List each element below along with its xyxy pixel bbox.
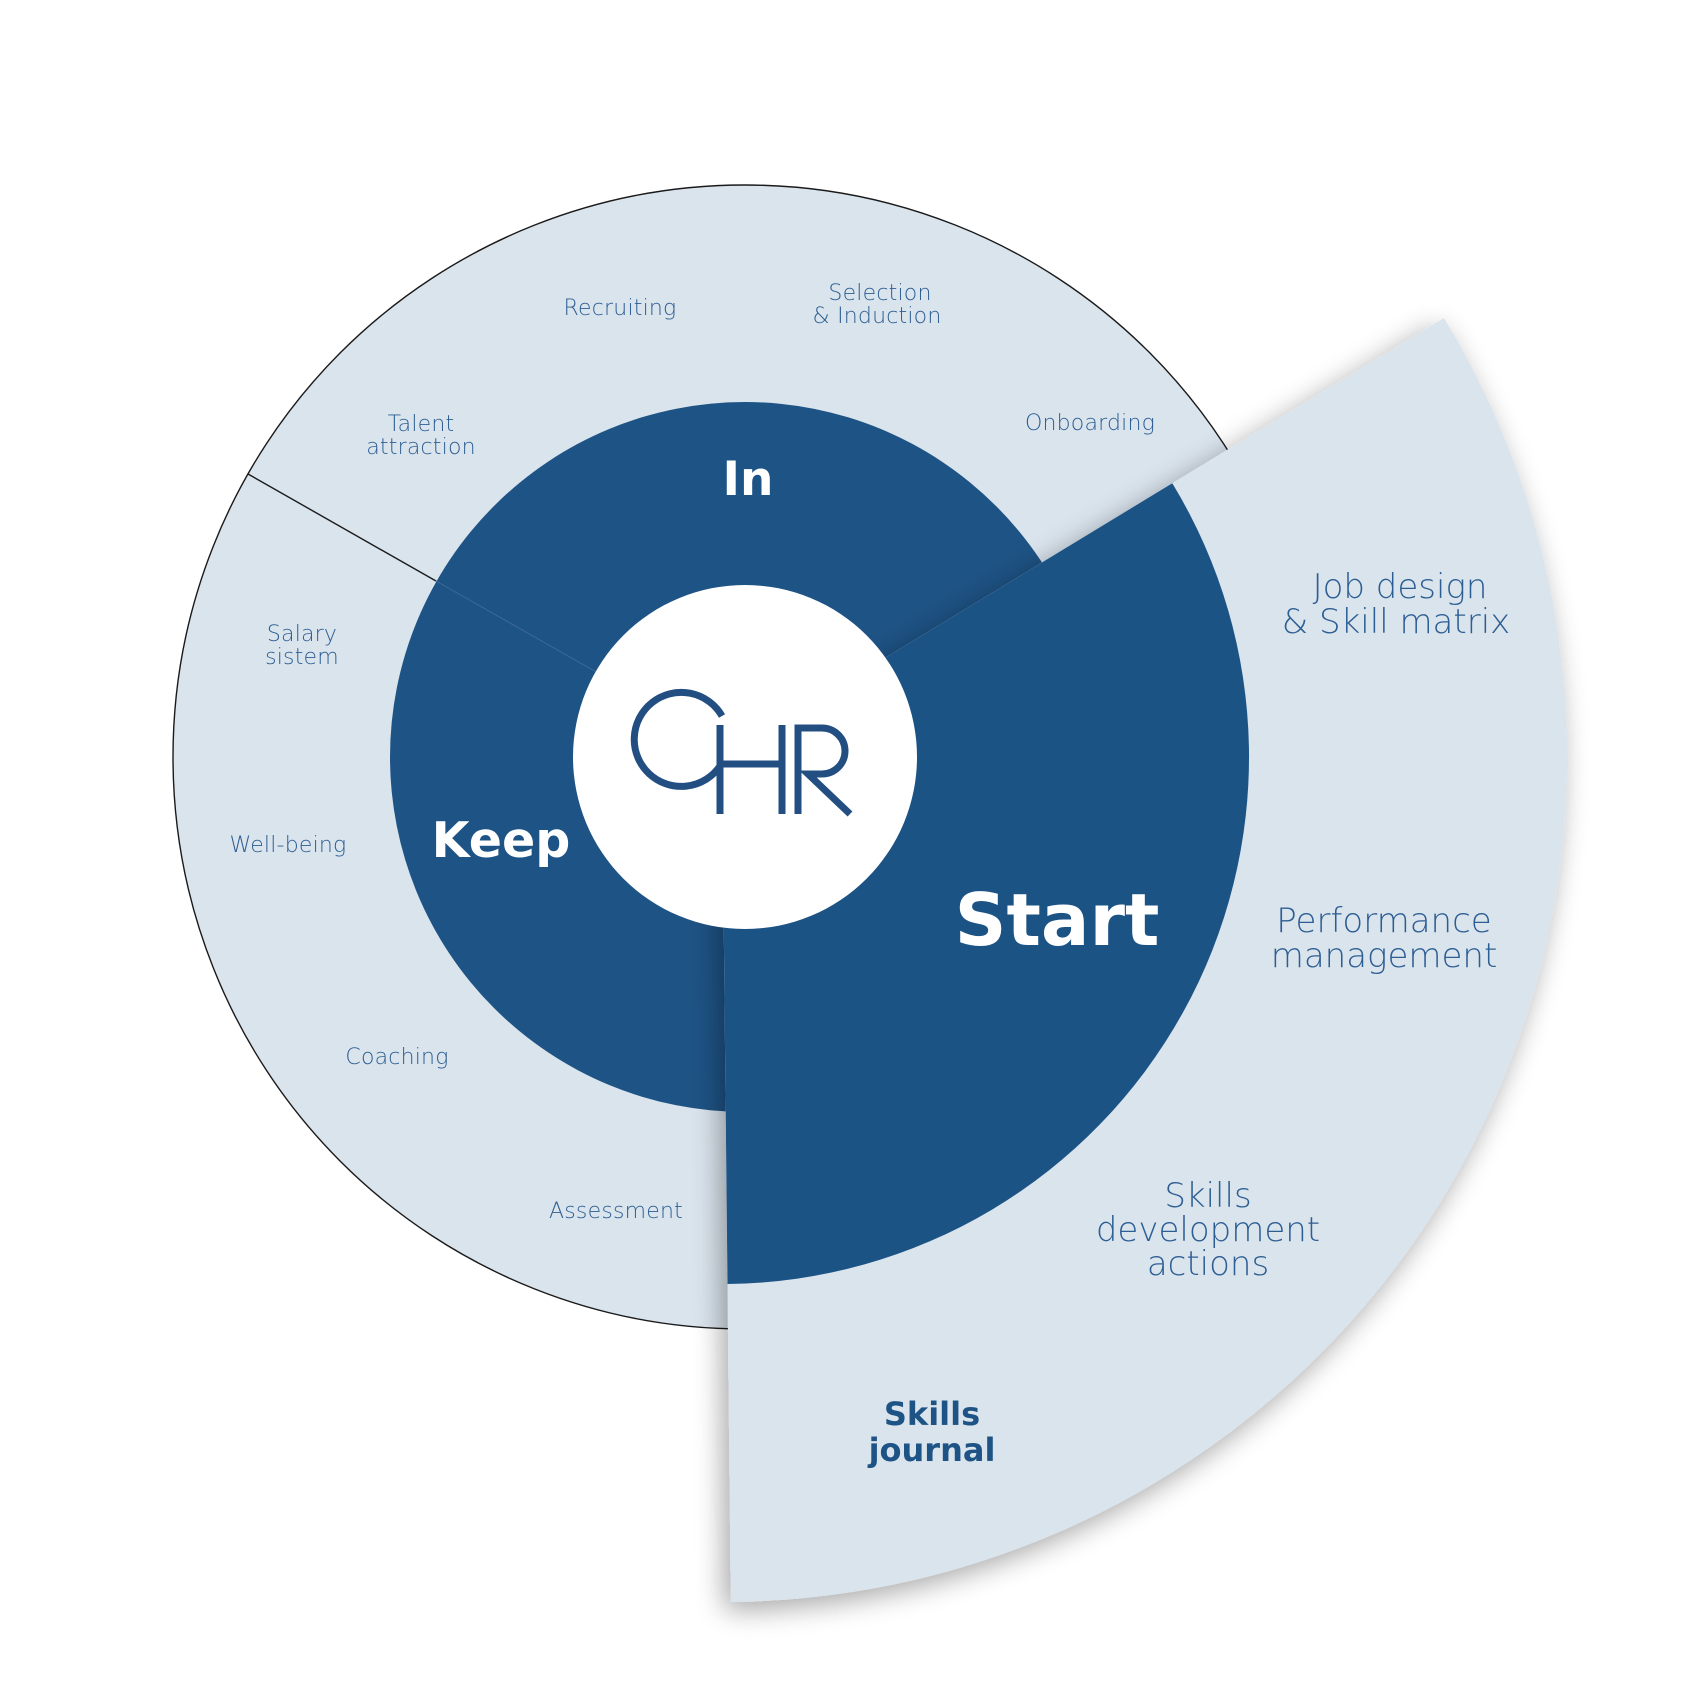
logo-letter-r: [794, 724, 853, 817]
keep-item-assessment[interactable]: Assessment: [549, 1199, 683, 1224]
keep-item-well-being[interactable]: Well-being: [230, 833, 347, 858]
in-item-selection-induction[interactable]: Selection& Induction: [813, 281, 942, 329]
in-item-recruiting[interactable]: Recruiting: [564, 296, 677, 321]
phase-keep-label[interactable]: Keep: [432, 812, 571, 869]
chr-logo-icon: [630, 688, 853, 817]
logo-letter-c: [630, 688, 726, 790]
logo-core: [573, 585, 917, 929]
phase-in-label[interactable]: In: [723, 452, 774, 507]
start-items: Start Job design& Skill matrix Performan…: [867, 567, 1511, 1469]
keep-item-coaching[interactable]: Coaching: [345, 1045, 448, 1070]
in-keep-inner-divider: [435, 580, 599, 674]
in-keep-divider: [247, 473, 437, 582]
phase-start-label[interactable]: Start: [955, 878, 1160, 962]
start-item-job-design[interactable]: Job design& Skill matrix: [1282, 567, 1511, 642]
in-item-onboarding[interactable]: Onboarding: [1025, 411, 1155, 436]
